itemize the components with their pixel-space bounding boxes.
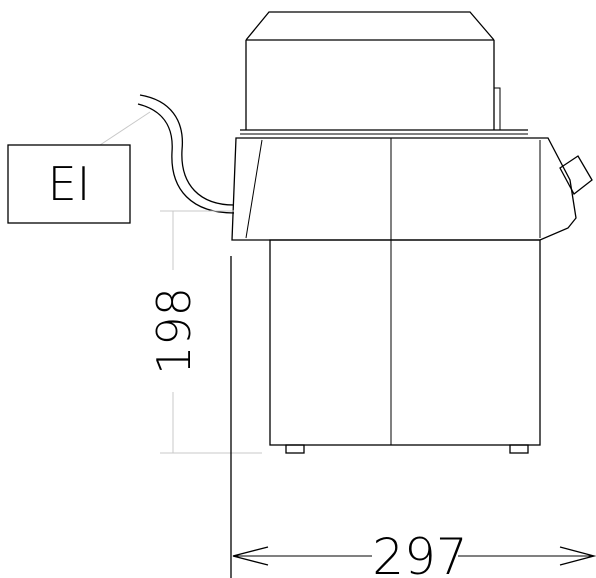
height-dimension-value: 198 [147, 287, 201, 375]
head-left-bevel [245, 139, 263, 239]
motor-head [231, 137, 577, 241]
lid [240, 11, 528, 135]
width-arrow-right [559, 546, 596, 566]
cord-outer [139, 94, 235, 206]
power-cord [137, 94, 235, 214]
width-arrow-left [232, 546, 269, 566]
label-box [7, 144, 131, 224]
cord-inner [137, 103, 235, 214]
foot-right [509, 444, 529, 454]
lid-side-tab [493, 87, 501, 131]
label-leader-line [99, 111, 151, 146]
label-text: EI [48, 157, 91, 211]
lid-dome-top [245, 11, 495, 41]
knob-body [559, 155, 593, 195]
control-knob [559, 155, 593, 195]
base-body [269, 239, 541, 454]
label-callout: EI [7, 111, 151, 224]
base-outline [269, 239, 541, 446]
foot-left [285, 444, 305, 454]
head-outline [231, 137, 577, 241]
height-dimension: 198 [147, 210, 262, 454]
width-dimension: 297 [230, 256, 596, 578]
width-dimension-value: 297 [372, 528, 467, 578]
